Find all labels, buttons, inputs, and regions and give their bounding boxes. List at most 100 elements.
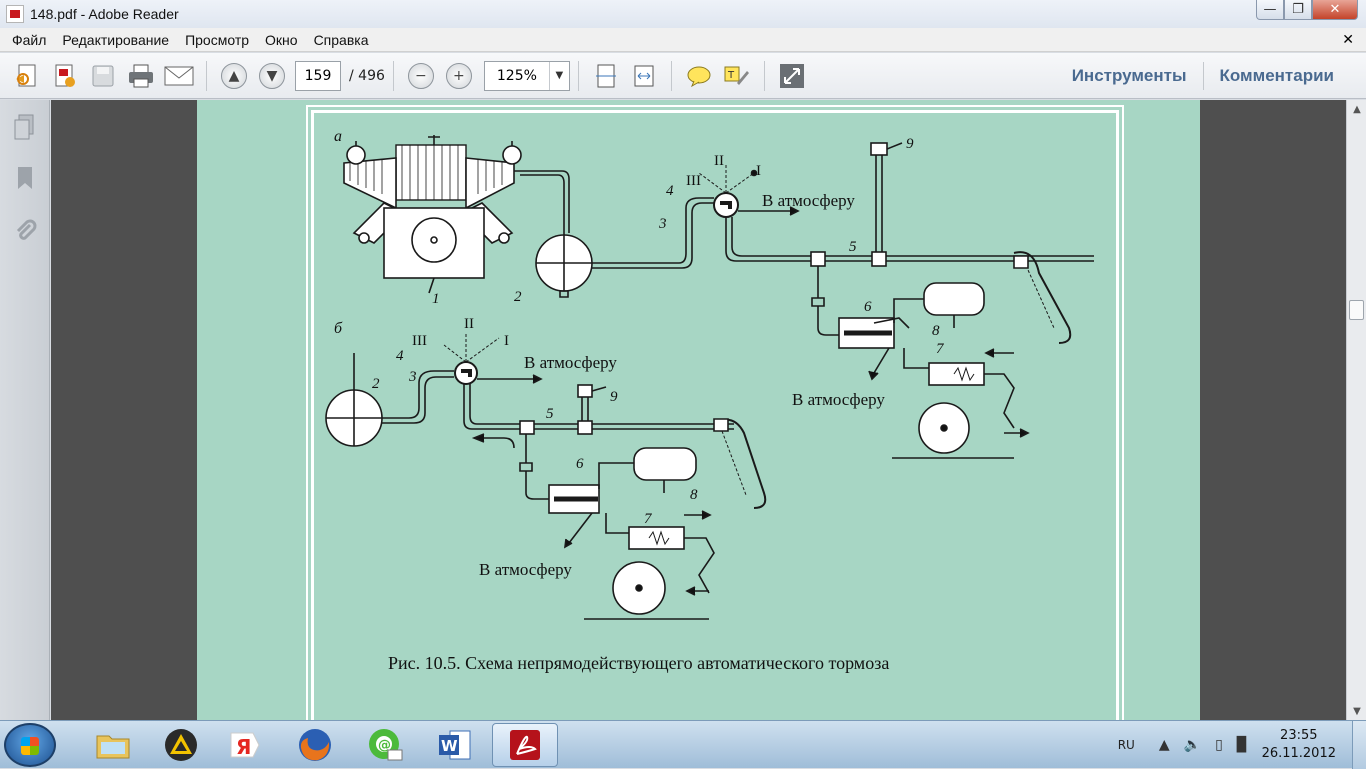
taskbar-word[interactable]: W <box>422 723 488 767</box>
tools-panel-button[interactable]: Инструменты <box>1071 65 1187 85</box>
title-bar: 148.pdf - Adobe Reader — ❐ ✕ <box>0 0 1366 28</box>
create-pdf-icon[interactable] <box>10 59 44 93</box>
figure-caption: Рис. 10.5. Схема непрямодействующего авт… <box>388 653 889 673</box>
taskbar-app-triangle[interactable] <box>148 723 214 767</box>
num-3-a: 3 <box>658 216 667 232</box>
document-view[interactable]: а 1 <box>51 100 1346 720</box>
num-7-b: 7 <box>644 511 653 527</box>
folder-icon <box>96 735 130 759</box>
previous-page-button[interactable]: ▲ <box>217 59 251 93</box>
close-window-button[interactable]: ✕ <box>1312 0 1358 20</box>
taskbar: Я @ W RU ▲ 🔈 ▯ ▉ 23:55 26.11.2012 <box>0 720 1366 769</box>
atmosphere-label-b1: В атмосферу <box>524 353 617 372</box>
vertical-scrollbar[interactable]: ▲ ▼ <box>1346 100 1366 720</box>
page-thumbnails-icon[interactable] <box>11 112 39 142</box>
atmosphere-label-b2: В атмосферу <box>479 560 572 579</box>
language-indicator[interactable]: RU <box>1117 738 1135 752</box>
label-a: а <box>334 128 342 145</box>
minus-icon: − <box>407 62 434 89</box>
scroll-thumb[interactable] <box>1349 300 1364 320</box>
zoom-value: 125% <box>496 67 537 84</box>
zoom-select[interactable]: 125% ▼ <box>483 60 570 91</box>
word-icon: W <box>439 730 471 760</box>
email-icon[interactable] <box>162 59 196 93</box>
pos-I-a: I <box>756 163 761 179</box>
num-6-b: 6 <box>576 456 584 472</box>
start-button[interactable] <box>4 723 56 767</box>
pos-III-b: III <box>412 333 427 349</box>
adobe-reader-icon <box>510 730 540 760</box>
arrow-up-icon: ▲ <box>221 62 247 89</box>
toolbar: ▲ ▼ 159 / 496 − + 125% ▼ T Инструменты К… <box>0 53 1366 99</box>
scroll-up-icon[interactable]: ▲ <box>1353 103 1361 115</box>
num-5-a: 5 <box>849 239 857 255</box>
attachments-icon[interactable] <box>11 216 39 246</box>
clock[interactable]: 23:55 26.11.2012 <box>1262 727 1336 763</box>
atmosphere-label-a1: В атмосферу <box>762 191 855 210</box>
page-number-input[interactable]: 159 <box>295 60 341 91</box>
zoom-in-button[interactable]: + <box>442 59 476 93</box>
show-hidden-icons[interactable]: ▲ <box>1158 737 1170 753</box>
pdf-app-icon <box>6 5 24 23</box>
triangle-app-icon <box>165 729 197 761</box>
minimize-button[interactable]: — <box>1256 0 1284 20</box>
volume-icon[interactable]: 🔈 <box>1183 737 1202 753</box>
next-page-button[interactable]: ▼ <box>255 59 289 93</box>
comment-icon[interactable] <box>682 59 716 93</box>
network-device-icon[interactable]: ▯ <box>1215 737 1223 753</box>
menu-help[interactable]: Справка <box>313 31 369 48</box>
num-3-b: 3 <box>408 369 417 385</box>
num-9-a: 9 <box>906 136 914 152</box>
pos-III-a: III <box>686 173 701 189</box>
show-desktop-button[interactable] <box>1352 721 1366 769</box>
highlight-text-icon[interactable]: T <box>720 59 754 93</box>
edit-pdf-icon[interactable] <box>48 59 82 93</box>
svg-text:W: W <box>441 737 458 755</box>
print-icon[interactable] <box>124 59 158 93</box>
taskbar-mail-agent[interactable]: @ <box>352 723 418 767</box>
num-5-b: 5 <box>546 406 554 422</box>
window-title: 148.pdf - Adobe Reader <box>30 6 179 22</box>
chevron-down-icon: ▼ <box>548 61 569 90</box>
plus-icon: + <box>445 62 472 89</box>
system-tray: RU ▲ 🔈 ▯ ▉ 23:55 26.11.2012 <box>1118 721 1366 769</box>
taskbar-yandex[interactable]: Я <box>212 723 278 767</box>
menu-file[interactable]: Файл <box>12 31 47 48</box>
maximize-button[interactable]: ❐ <box>1284 0 1312 20</box>
fit-width-icon[interactable] <box>627 59 661 93</box>
scroll-down-icon[interactable]: ▼ <box>1353 705 1361 717</box>
clock-date: 26.11.2012 <box>1261 746 1336 761</box>
pdf-page: а 1 <box>197 100 1200 720</box>
zoom-out-button[interactable]: − <box>404 59 438 93</box>
num-1-a: 1 <box>432 291 440 307</box>
menu-window[interactable]: Окно <box>265 31 298 48</box>
comments-panel-button[interactable]: Комментарии <box>1219 65 1334 85</box>
close-document-icon[interactable]: ✕ <box>1342 31 1354 48</box>
menu-edit[interactable]: Редактирование <box>62 31 170 48</box>
fit-page-icon[interactable] <box>589 59 623 93</box>
taskbar-adobe-reader[interactable] <box>492 723 558 767</box>
svg-text:T: T <box>727 70 735 81</box>
signal-icon[interactable]: ▉ <box>1236 737 1248 753</box>
clock-time: 23:55 <box>1280 728 1318 743</box>
bookmarks-icon[interactable] <box>11 164 39 194</box>
num-6-a: 6 <box>864 299 872 315</box>
full-screen-icon[interactable] <box>775 59 809 93</box>
mail-agent-icon: @ <box>369 729 403 761</box>
taskbar-firefox[interactable] <box>282 723 348 767</box>
label-b: б <box>334 320 343 337</box>
num-8-a: 8 <box>932 323 940 339</box>
num-4-a: 4 <box>666 183 674 199</box>
compressor <box>343 135 522 279</box>
num-2-b: 2 <box>372 376 380 392</box>
num-7-a: 7 <box>936 341 945 357</box>
save-icon[interactable] <box>86 59 120 93</box>
taskbar-explorer[interactable] <box>80 723 146 767</box>
num-8-b: 8 <box>690 487 698 503</box>
svg-text:@: @ <box>378 738 391 753</box>
pos-II-a: II <box>714 153 724 169</box>
brake-scheme-figure: а 1 <box>325 128 1094 673</box>
menu-view[interactable]: Просмотр <box>185 31 250 48</box>
menu-bar: Файл Редактирование Просмотр Окно Справк… <box>0 28 1366 52</box>
pos-I-b: I <box>504 333 509 349</box>
